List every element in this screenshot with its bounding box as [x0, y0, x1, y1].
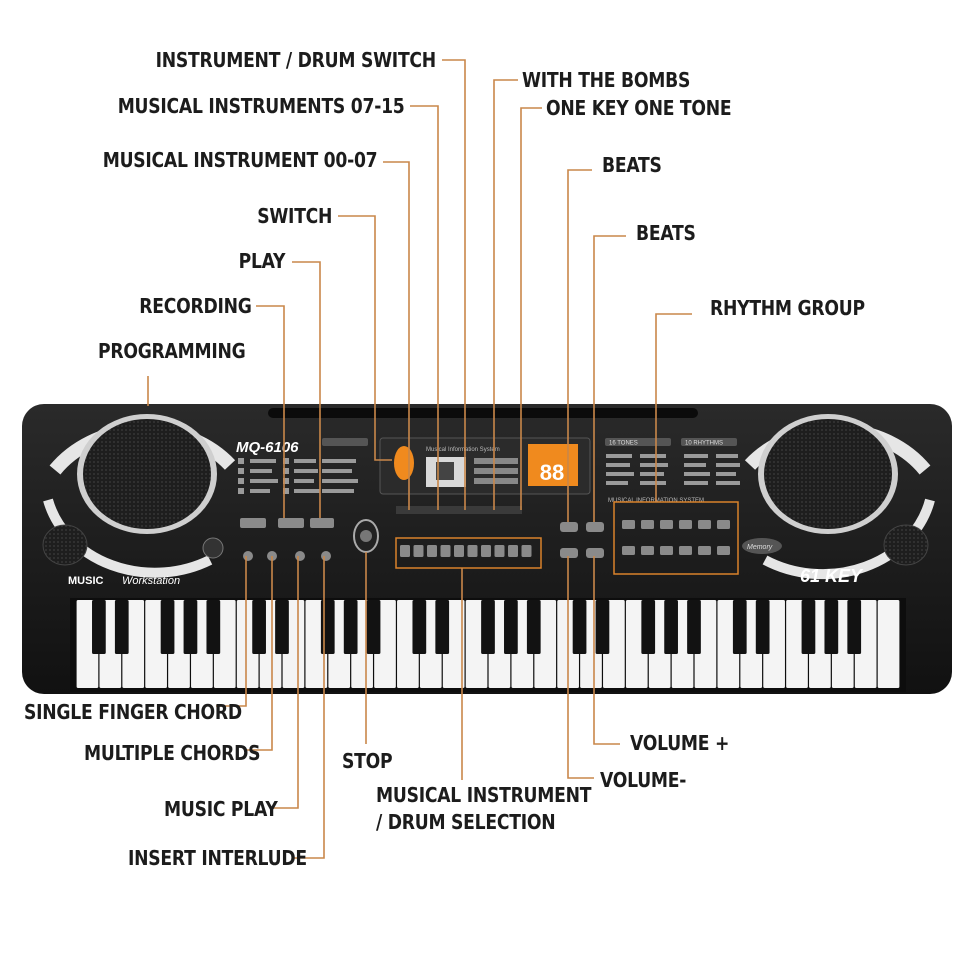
display-panel: Musical Information System 88	[379, 437, 591, 495]
black-key	[252, 600, 266, 654]
rhythm-button	[679, 546, 692, 555]
svg-text:16 TONES: 16 TONES	[609, 441, 638, 447]
keybed	[70, 598, 906, 692]
top-slot	[268, 408, 698, 418]
black-key	[526, 600, 541, 654]
callout-drum-selection: MUSICAL INSTRUMENT / DRUM SELECTION	[376, 783, 592, 834]
callout-insert-interlude: INSERT INTERLUDE	[128, 846, 307, 870]
callout-volume-plus: VOLUME +	[630, 731, 730, 755]
right-speaker	[744, 414, 935, 580]
callout-stop: STOP	[342, 749, 393, 773]
rhythm-button	[641, 546, 654, 555]
black-key	[435, 600, 450, 654]
black-key	[801, 600, 816, 654]
instrument-button	[413, 545, 424, 557]
instrument-button	[467, 545, 478, 557]
rhythm-button	[679, 520, 692, 529]
black-key	[572, 600, 587, 654]
rhythm-group-box	[613, 501, 739, 575]
black-key	[92, 600, 106, 654]
lcd-digits: 88	[540, 460, 564, 485]
callout-single-finger-chord: SINGLE FINGER CHORD	[24, 700, 242, 724]
instrument-button	[508, 545, 518, 557]
left-buttons	[202, 518, 334, 561]
rhythm-button	[660, 546, 673, 555]
instrument-button	[427, 545, 437, 557]
callout-beats-2: BEATS	[636, 221, 696, 245]
callout-beats-1: BEATS	[602, 153, 662, 177]
brand-workstation: Workstation	[122, 575, 180, 587]
black-key	[504, 600, 518, 654]
black-key	[320, 600, 335, 654]
black-key	[595, 600, 610, 654]
left-speaker	[42, 414, 236, 578]
callout-music-play: MUSIC PLAY	[164, 797, 278, 821]
stop-button-shape	[353, 519, 379, 553]
black-key	[641, 600, 656, 654]
rhythm-button	[717, 546, 730, 555]
callout-instrument-drum-switch: INSTRUMENT / DRUM SWITCH	[155, 48, 437, 72]
callout-programming: PROGRAMMING	[98, 339, 246, 363]
callout-multiple-chords: MULTIPLE CHORDS	[84, 741, 261, 765]
svg-text:10 RHYTHMS: 10 RHYTHMS	[685, 441, 723, 447]
memory-badge: Memory	[742, 538, 782, 554]
callout-recording: RECORDING	[139, 294, 253, 318]
black-key	[183, 600, 198, 654]
rhythm-button	[660, 520, 673, 529]
rhythm-button	[717, 520, 730, 529]
black-key	[664, 600, 678, 654]
instrument-button	[521, 545, 532, 557]
callout-play: PLAY	[238, 249, 285, 273]
rhythm-button	[622, 520, 635, 529]
callout-one-key-one-tone: ONE KEY ONE TONE	[546, 96, 732, 120]
instrument-button	[494, 545, 505, 557]
instrument-button	[481, 545, 491, 557]
callout-volume-minus: VOLUME-	[600, 768, 687, 792]
callout-with-the-bombs: WITH THE BOMBS	[522, 68, 691, 92]
tempo-volume-buttons	[560, 522, 604, 558]
rhythm-button	[698, 546, 711, 555]
black-key	[343, 600, 358, 654]
black-key	[206, 600, 221, 654]
callout-rhythm-group: RHYTHM GROUP	[710, 296, 865, 320]
black-key	[412, 600, 427, 654]
black-key	[824, 600, 839, 654]
black-key	[481, 600, 495, 654]
svg-text:MUSICAL INFORMATION SYSTEM: MUSICAL INFORMATION SYSTEM	[608, 498, 704, 504]
black-key	[847, 600, 862, 654]
callout-musical-instrument-00-07: MUSICAL INSTRUMENT 00-07	[102, 148, 377, 172]
black-key	[114, 600, 129, 654]
callout-switch: SWITCH	[257, 204, 332, 228]
rhythm-button	[641, 520, 654, 529]
instrument-button	[400, 545, 410, 557]
black-key	[366, 600, 381, 654]
black-key	[732, 600, 747, 654]
black-key	[687, 600, 701, 654]
center-button-row	[395, 506, 542, 569]
svg-text:Memory: Memory	[747, 544, 773, 551]
black-key	[160, 600, 175, 654]
brand-music: MUSIC	[68, 575, 104, 587]
instrument-button	[454, 545, 464, 557]
white-key	[877, 600, 900, 688]
black-key	[275, 600, 289, 654]
instrument-button	[440, 545, 451, 557]
rhythm-button	[622, 546, 635, 555]
black-key	[755, 600, 770, 654]
callout-musical-instruments-07-15: MUSICAL INSTRUMENTS 07-15	[117, 94, 404, 118]
brand-61-key: 61 KEY	[800, 566, 864, 586]
rhythm-button	[698, 520, 711, 529]
svg-text:Musical Information System: Musical Information System	[426, 447, 500, 453]
model-logo: MQ-6106	[236, 439, 299, 456]
